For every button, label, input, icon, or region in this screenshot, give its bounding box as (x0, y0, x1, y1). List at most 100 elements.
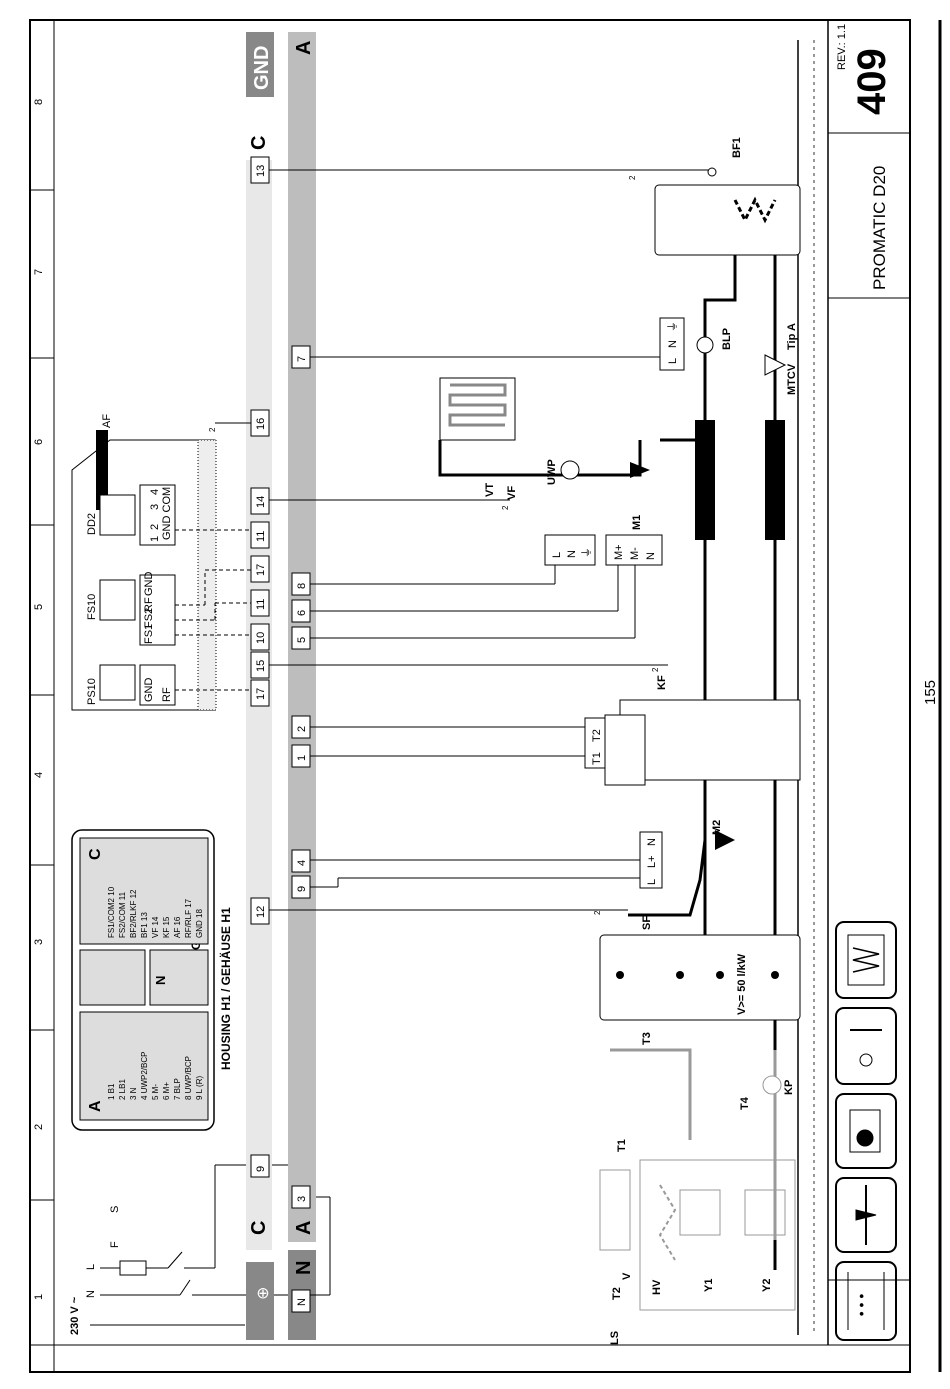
ps10-term-gnd: GND (143, 678, 155, 703)
housing-c-label: C (87, 848, 104, 860)
t-box: T1 T2 (584, 717, 608, 769)
a-term-3: 3 (296, 1196, 308, 1202)
dd2-name: DD2 (86, 513, 98, 535)
uwp-box-n: N (566, 550, 578, 558)
wood-boiler (599, 1159, 796, 1311)
c-term-14: 14 (255, 496, 267, 508)
bf1-label: BF1 (731, 137, 743, 158)
housing-c-row-5: VF 14 (151, 916, 160, 938)
kp-pump-icon (762, 1075, 782, 1095)
supply-label: 230 V ~ (69, 1296, 81, 1335)
a-term-6: 6 (296, 610, 308, 616)
a-term-5: 5 (296, 637, 308, 643)
housing-a-row-9: 9 L (R) (195, 1075, 204, 1100)
tip-label: Tip A (786, 323, 798, 350)
c-term-10: 10 (255, 632, 267, 644)
housing-n-label: N (153, 976, 168, 985)
uwp-box: L N ⏚ (544, 534, 596, 566)
fs10-term-rf: RF (143, 597, 155, 612)
m1-label: M1 (631, 515, 643, 530)
wire-note-3: 2 (593, 910, 602, 915)
gnd-bar (246, 32, 274, 97)
sheet-number: 409 (850, 48, 894, 115)
grid-col-4: 4 (33, 772, 45, 778)
a-term-2: 2 (296, 726, 308, 732)
housing-c-row-7: AF 16 (173, 916, 182, 938)
ps10-unit: PS10 GND RF (86, 664, 176, 706)
fs10-term-gnd: GND (143, 572, 155, 597)
c-term-16: 16 (255, 418, 267, 430)
t-box-t2: T2 (591, 729, 603, 742)
fs10-term-fs2: FS2 (143, 608, 155, 628)
kp-label: KP (783, 1080, 795, 1095)
ps10-name: PS10 (86, 678, 98, 705)
grid-col-7: 7 (33, 269, 45, 275)
housing-c-row-6: KF 15 (162, 916, 171, 938)
wire-note-5: 2 (208, 427, 217, 432)
m2-box-lplus: L+ (646, 855, 658, 868)
ground-bar-symbol: ⊕ (255, 1287, 272, 1300)
c-terminals: 9 12 17 15 10 11 17 11 14 16 13 (250, 156, 270, 1178)
wire-note-1: 2 (628, 175, 637, 180)
grid-col-2: 2 (33, 1124, 45, 1130)
floor-hatch (797, 40, 815, 1335)
fs10-unit: FS10 GND RF FS2 FS1 (86, 572, 176, 646)
grid-col-6: 6 (33, 439, 45, 445)
sf-label: SF (641, 916, 653, 930)
m1-box-mplus: M+ (613, 544, 625, 560)
page-frame (29, 19, 911, 1373)
t-box-t1: T1 (591, 752, 603, 765)
uwp-box-gnd: ⏚ (580, 547, 593, 558)
buffer-tank (599, 934, 801, 1021)
switch-label: S (109, 1206, 121, 1213)
a-term-4: 4 (296, 860, 308, 866)
housing-c-row-8: RF/RLF 17 (184, 898, 193, 938)
housing-a-row-3: 3 N (129, 1087, 138, 1100)
y2-label: Y2 (761, 1279, 773, 1292)
a-term-9: 9 (296, 886, 308, 892)
uwp-label: UWP (546, 459, 558, 485)
wire-note-4: 2 (651, 667, 660, 672)
n-term: N (296, 1298, 308, 1306)
housing-a-row-5: 5 M- (151, 1084, 160, 1100)
a-term-1: 1 (296, 755, 308, 761)
m1-box: M+ M- N (605, 534, 663, 566)
housing-a-row-4: 4 UWP2/BCP (140, 1052, 149, 1100)
t1-label: T1 (616, 1139, 628, 1152)
housing-c-row-4: BF1 13 (140, 912, 149, 938)
housing-a-row-2: 2 LB1 (118, 1079, 127, 1100)
dd2-sub: GND COM (161, 487, 173, 540)
m1-box-mminus: M- (629, 547, 641, 560)
blp-box-l: L (667, 358, 679, 364)
t2-label: T2 (611, 1287, 623, 1300)
housing-c-row-2: FS2/COM 11 (118, 891, 127, 938)
ground-bar (246, 1262, 274, 1340)
fs10-term-fs1: FS1 (143, 624, 155, 644)
housing-a-row-1: 1 B1 (107, 1083, 116, 1100)
floor-heating-icon (439, 377, 516, 441)
product-name: PROMATIC D20 (870, 166, 889, 290)
hv-label: HV (651, 1279, 663, 1295)
flow-label: V>= 50 l/kW (736, 953, 748, 1015)
c-term-9: 9 (255, 1166, 267, 1172)
dd2-term-3: 3 (149, 504, 161, 510)
housing-c-row-1: FS1/COM2 10 (107, 886, 116, 938)
bar-c-label-left: C (248, 1221, 270, 1235)
housing-a-row-8: 8 UWP/BCP (184, 1056, 193, 1100)
housing-a-row-7: 7 BLP (173, 1078, 182, 1100)
terminal-l-label: L (85, 1264, 97, 1270)
fs10-name: FS10 (86, 594, 98, 620)
boiler-icon (619, 699, 801, 781)
vt-label: VT (484, 483, 496, 497)
terminal-n-label: N (85, 1290, 97, 1298)
m2-box-l: L (646, 879, 658, 885)
grid-col-3: 3 (33, 939, 45, 945)
mtcv-label: MTCV (786, 363, 798, 395)
dd2-term-1: 1 (149, 536, 161, 542)
title-block: REV.: 1.1 409 PROMATIC D20 (827, 20, 910, 1345)
power-supply: 230 V ~ L N F S (69, 1164, 295, 1335)
bar-a-label-right: A (293, 41, 315, 55)
housing-c-row-3: BF2/RLKF 12 (129, 889, 138, 938)
dd2-unit: DD2 1 2 3 4 GND COM (86, 484, 176, 546)
t3-label: T3 (641, 1032, 653, 1045)
